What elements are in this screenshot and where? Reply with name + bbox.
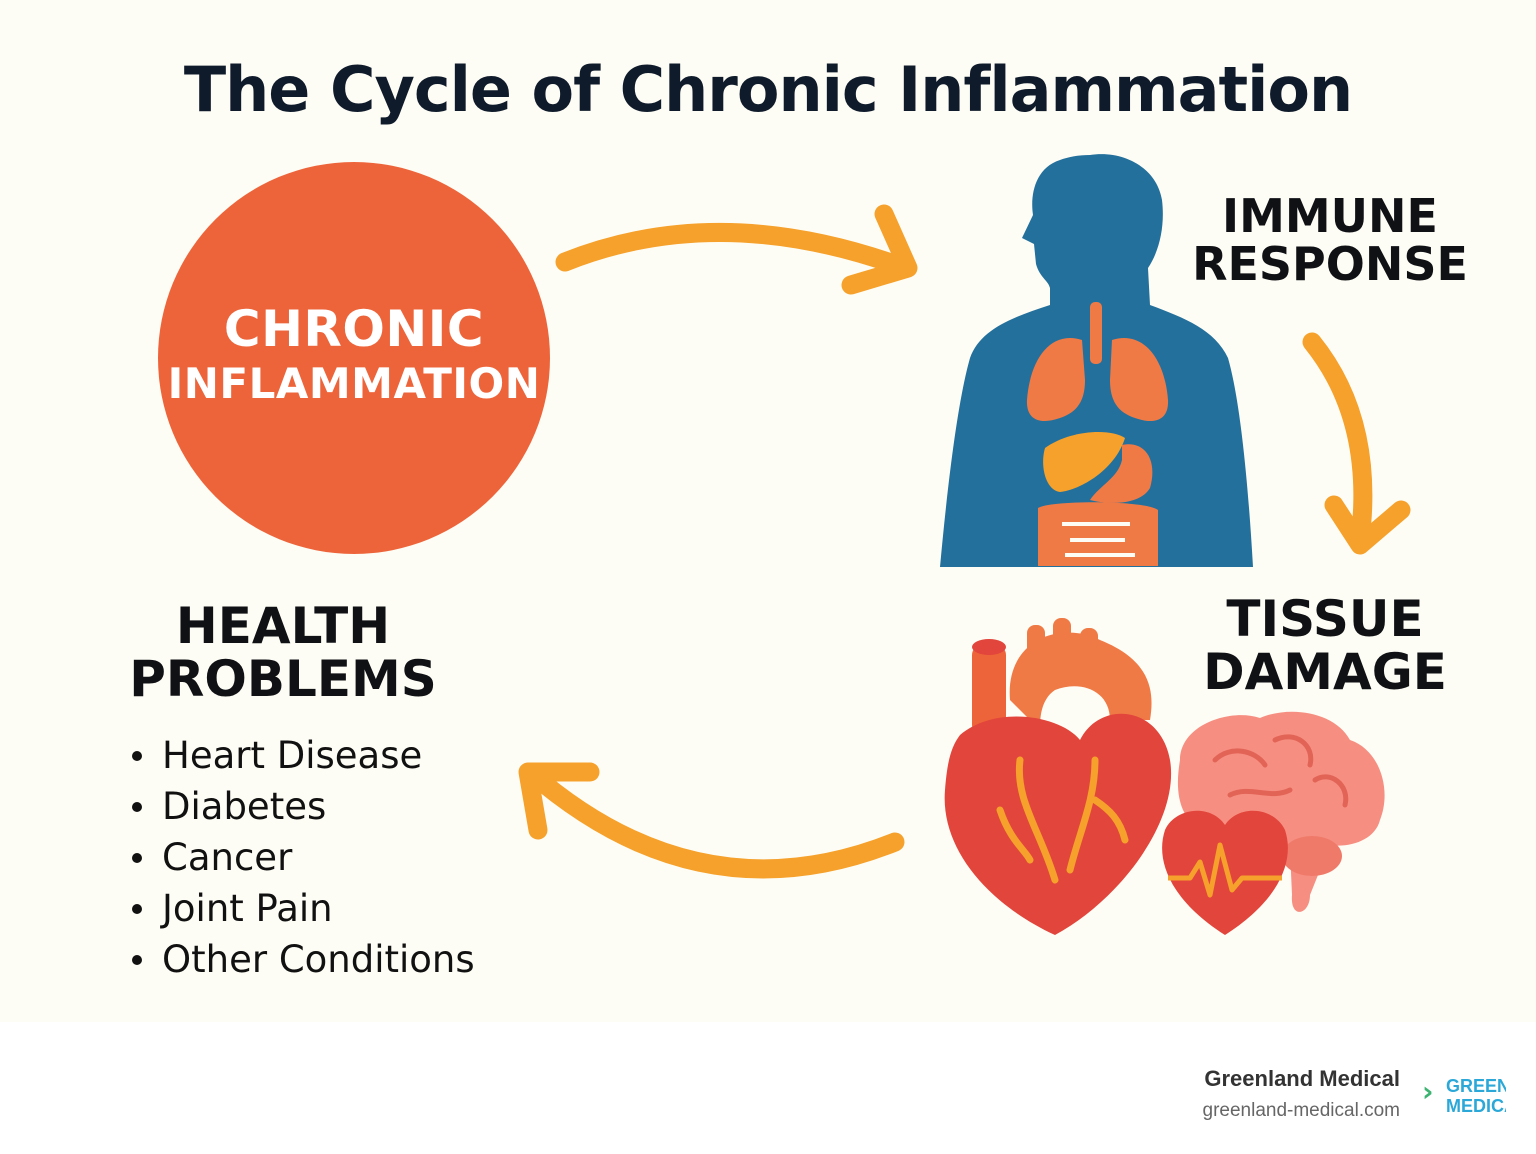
organs [1026,302,1169,566]
immune-label-line2: RESPONSE [1192,237,1468,292]
logo-text: GREENLAND MEDICAL [1446,1076,1506,1116]
health-problems-list: Heart Disease Diabetes Cancer Joint Pain… [130,730,475,985]
tissue-label-line1: TISSUE [1226,590,1424,648]
chronic-label-line1: CHRONIC [223,299,485,358]
health-problems-label: HEALTH PROBLEMS [100,600,466,705]
list-item: Other Conditions [130,934,475,985]
brain-icon [1177,711,1385,912]
aorta-left-opening [972,639,1006,655]
tissue-damage-label: TISSUE DAMAGE [1180,593,1470,698]
arrow-to-health-problems [520,762,905,879]
lungs-right [1110,338,1169,421]
trachea [1090,302,1102,364]
chronic-inflammation-circle: CHRONIC INFLAMMATION [158,162,550,554]
list-item: Diabetes [130,781,475,832]
vessel-2 [1053,618,1071,673]
vessel-1 [1027,625,1045,680]
footer-url-link[interactable]: greenland-medical.com [1202,1100,1401,1121]
heart-body [944,713,1172,935]
infographic-canvas: The Cycle of Chronic Inflammation [100,53,1480,985]
cycle-illustration [518,154,1411,935]
arrow-to-immune-response [555,222,915,278]
intestines [1038,502,1158,566]
list-item: Heart Disease [130,730,475,781]
human-body-organs-icon [940,154,1253,567]
logo-line1: GREENLAND [1446,1076,1506,1096]
brain-folds [1212,734,1349,808]
list-item: Joint Pain [130,883,475,934]
page-title: The Cycle of Chronic Inflammation [183,53,1353,126]
list-item: Cancer [130,832,475,883]
tissue-label-line2: DAMAGE [1203,642,1447,701]
arrow-to-tissue-damage [1302,332,1373,550]
immune-response-label: IMMUNE RESPONSE [1180,192,1480,289]
lungs-left [1026,338,1085,421]
greenland-medical-logo: › GREENLAND MEDICAL [1420,1074,1506,1120]
stomach [1090,444,1153,503]
aorta-left-vessel [972,645,1006,735]
heartbeat-line [1168,842,1282,898]
health-label-line1: HEALTH [175,597,391,655]
heart-vessels [996,756,1129,884]
intestine-lines [1062,522,1135,557]
brain-shape [1177,711,1385,912]
small-heart-icon [1162,810,1288,935]
arrow-head-health-problems [518,762,600,840]
footer-brand-name: Greenland Medical [1204,1066,1400,1091]
arrow-head-tissue-damage [1324,495,1411,555]
cycle-arrows [518,204,1411,879]
heart-icon [944,618,1172,935]
logo-line2: MEDICAL [1446,1096,1506,1116]
immune-label-line1: IMMUNE [1222,189,1438,243]
vessel-3 [1080,628,1098,683]
chevron-right-icon: › [1422,1075,1434,1108]
health-label-line2: PROBLEMS [129,649,437,708]
arrow-head-immune-response [841,204,918,295]
aortic-arch [1009,632,1152,730]
cerebellum [1282,836,1342,876]
liver [1043,432,1125,492]
chronic-label-line2: INFLAMMATION [167,358,541,408]
